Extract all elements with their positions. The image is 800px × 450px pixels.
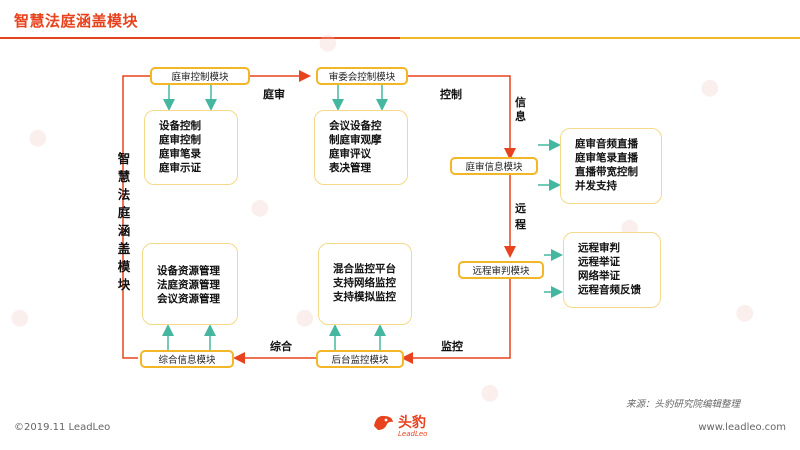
edge-label-integrated: 综合 [270, 340, 292, 353]
list-item: 远程审判 [578, 242, 620, 254]
list-backend-monitor: 混合监控平台 支持网络监控 支持模拟监控 [318, 243, 412, 325]
list-item: 远程举证 [578, 256, 620, 268]
line-remote-to-monitor [401, 279, 511, 364]
page-title: 智慧法庭涵盖模块 [14, 12, 139, 30]
module-backend-monitor[interactable]: 后台监控模块 [316, 350, 404, 368]
list-item: 庭审控制 [159, 134, 201, 146]
vertical-title-char: 智慧法庭涵盖模块 [113, 150, 135, 294]
list-item: 混合监控平台 [333, 263, 396, 275]
list-court-info: 庭审音频直播 庭审笔录直播 直播带宽控制 并发支持 [560, 128, 662, 204]
list-item: 支持模拟监控 [333, 291, 396, 303]
list-item: 会议设备控 [329, 120, 382, 132]
list-item: 设备控制 [159, 120, 201, 132]
vertical-title-char: 智 [117, 151, 131, 166]
copyright: ©2019.11 LeadLeo [14, 422, 111, 433]
list-item: 庭审笔录 [159, 148, 201, 160]
module-remote-trial[interactable]: 远程审判模块 [458, 261, 544, 279]
list-item: 法庭资源管理 [157, 279, 220, 291]
edge-label-info-1: 信 [515, 96, 526, 109]
vertical-title-char: 慧 [117, 169, 131, 184]
module-committee-control[interactable]: 审委会控制模块 [316, 67, 408, 85]
vertical-title-char: 法 [117, 187, 131, 202]
list-item: 会议资源管理 [157, 293, 220, 305]
vertical-title-char: 模 [117, 259, 131, 274]
list-item: 直播带宽控制 [575, 166, 638, 178]
website-link[interactable]: www.leadleo.com [698, 422, 786, 433]
list-item: 远程音频反馈 [578, 284, 641, 296]
leopard-logo-icon [374, 415, 393, 430]
edge-label-monitor: 监控 [441, 340, 463, 353]
source-note: 来源：头豹研究院编辑整理 [625, 399, 740, 410]
vertical-title: 智慧法庭涵盖模块 [113, 150, 135, 294]
vertical-title-char: 涵 [117, 223, 131, 238]
logo-subtext: LeadLeo [398, 430, 428, 438]
edge-label-remote-1: 远 [515, 202, 526, 215]
logo-text: 头豹 [398, 415, 426, 431]
list-committee-control: 会议设备控 制庭审观摩 庭审评议 表决管理 [314, 110, 408, 185]
list-remote-trial: 远程审判 远程举证 网络举证 远程音频反馈 [563, 232, 661, 308]
vertical-title-char: 庭 [117, 205, 131, 220]
list-item: 庭审示证 [159, 162, 201, 174]
list-integrated-info: 设备资源管理 法庭资源管理 会议资源管理 [142, 243, 238, 325]
list-item: 庭审音频直播 [575, 138, 638, 150]
header-rule-gold [400, 37, 800, 39]
edge-label-remote-2: 程 [515, 218, 526, 231]
list-item: 庭审评议 [329, 148, 371, 160]
list-item: 网络举证 [578, 270, 620, 282]
header-rule-red [0, 37, 400, 39]
edge-label-trial: 庭审 [263, 88, 285, 101]
module-court-control[interactable]: 庭审控制模块 [150, 67, 250, 85]
list-item: 庭审笔录直播 [575, 152, 638, 164]
list-item: 设备资源管理 [157, 265, 220, 277]
module-integrated-info[interactable]: 综合信息模块 [140, 350, 234, 368]
list-item: 并发支持 [575, 180, 617, 192]
vertical-title-char: 块 [117, 277, 131, 292]
list-court-control: 设备控制 庭审控制 庭审笔录 庭审示证 [144, 110, 238, 185]
leadleo-logo: 头豹 LeadLeo [372, 412, 427, 438]
list-item: 表决管理 [329, 162, 371, 174]
edge-label-control: 控制 [440, 88, 462, 101]
loop-left-edge [122, 75, 150, 359]
module-court-info[interactable]: 庭审信息模块 [450, 157, 538, 175]
line-committee-to-right [408, 75, 516, 160]
edge-label-info-2: 息 [515, 110, 526, 123]
list-item: 制庭审观摩 [329, 134, 382, 146]
vertical-title-char: 盖 [117, 241, 131, 256]
list-item: 支持网络监控 [333, 277, 396, 289]
